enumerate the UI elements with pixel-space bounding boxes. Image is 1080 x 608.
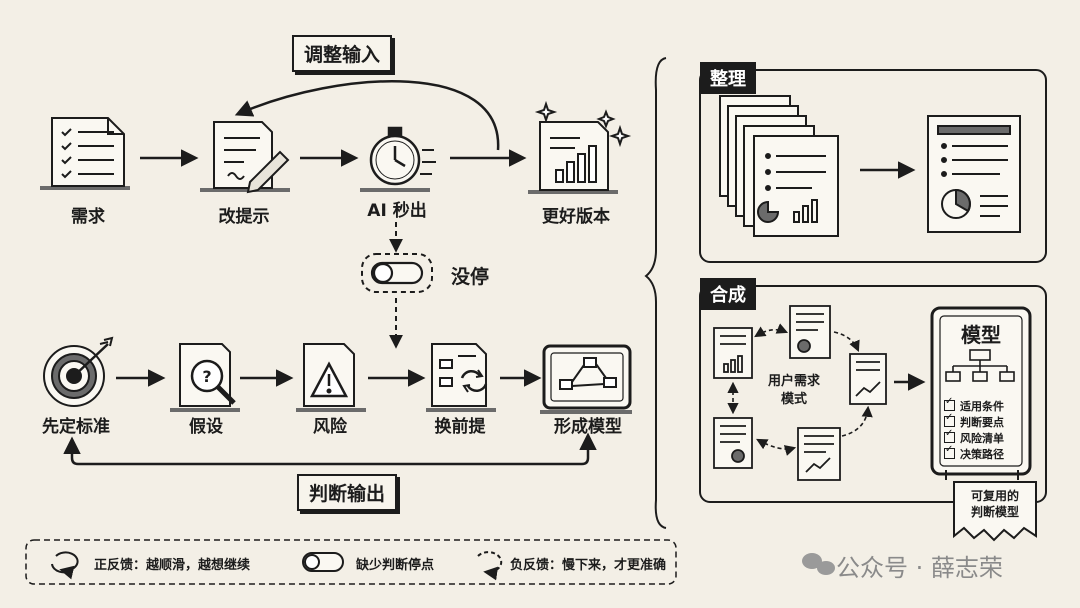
user-needs-label: 用户需求 bbox=[767, 374, 821, 389]
banner-line-1: 可复用的 bbox=[970, 489, 1020, 503]
organized-doc-icon bbox=[927, 115, 1021, 233]
output-loop-arrow bbox=[63, 432, 597, 466]
model-flowchart-icon bbox=[540, 344, 632, 414]
step-edit-prompt-label: 改提示 bbox=[218, 207, 270, 227]
watermark-text: 公众号 · 薛志荣 bbox=[836, 554, 1003, 582]
better-version-doc-icon bbox=[528, 100, 632, 194]
step-requirements-label: 需求 bbox=[71, 207, 105, 227]
step-form-model-label: 形成模型 bbox=[554, 417, 622, 437]
model-item-decision-path: 决策路径 bbox=[944, 444, 1004, 462]
stopwatch-icon bbox=[360, 126, 436, 192]
step-swap-premise-label: 换前提 bbox=[434, 417, 486, 437]
swap-premise-icon bbox=[426, 343, 496, 412]
svg-text:?: ? bbox=[202, 367, 211, 386]
no-stop-label: 没停 bbox=[450, 266, 490, 288]
brace bbox=[644, 57, 667, 529]
negative-loop-icon bbox=[477, 551, 503, 581]
legend-missing-stop: 缺少判断停点 bbox=[356, 558, 435, 573]
toggle-switch-icon bbox=[361, 253, 433, 293]
model-item-key-points: 判断要点 bbox=[944, 412, 1004, 430]
target-icon bbox=[43, 336, 114, 407]
synth-docs-icon bbox=[713, 305, 887, 481]
model-item-risk-list: 风险清单 bbox=[944, 428, 1004, 446]
legend-positive-feedback: 正反馈：越顺滑，越想继续 bbox=[94, 558, 251, 573]
positive-loop-icon bbox=[51, 551, 79, 580]
organize-panel bbox=[699, 69, 1047, 263]
legend-box bbox=[25, 539, 677, 585]
synth-dashed-links bbox=[727, 323, 873, 456]
requirements-doc-icon bbox=[40, 117, 130, 190]
banner-line-2: 判断模型 bbox=[970, 505, 1020, 519]
stacked-docs-icon bbox=[719, 95, 839, 237]
legend-negative-feedback: 负反馈：慢下来，才更准确 bbox=[510, 558, 667, 573]
stop-toggle-icon bbox=[302, 552, 344, 572]
adjust-input-tag: 调整输入 bbox=[291, 35, 393, 72]
feedback-loop-arrow bbox=[234, 80, 500, 151]
synthesize-tag: 合成 bbox=[700, 278, 756, 310]
model-item-conditions: 适用条件 bbox=[944, 396, 1004, 414]
judgment-output-tag: 判断输出 bbox=[296, 474, 398, 511]
step-better-version-label: 更好版本 bbox=[542, 207, 610, 227]
wechat-icon bbox=[802, 553, 835, 575]
reusable-model-banner bbox=[945, 470, 1037, 542]
organize-tag: 整理 bbox=[700, 62, 756, 94]
step-set-standard-label: 先定标准 bbox=[42, 417, 110, 437]
pattern-label: 模式 bbox=[780, 392, 808, 407]
model-card bbox=[930, 306, 1032, 476]
step-risk-label: 风险 bbox=[313, 417, 347, 437]
step-ai-output-label: AI 秒出 bbox=[367, 201, 427, 221]
risk-warning-icon bbox=[296, 343, 366, 412]
synthesize-panel bbox=[699, 285, 1047, 503]
hypothesis-magnifier-icon: ? bbox=[170, 343, 240, 412]
step-hypothesis-label: 假设 bbox=[189, 417, 223, 437]
model-card-title: 模型 bbox=[961, 323, 1001, 347]
edit-prompt-doc-icon bbox=[200, 121, 290, 194]
